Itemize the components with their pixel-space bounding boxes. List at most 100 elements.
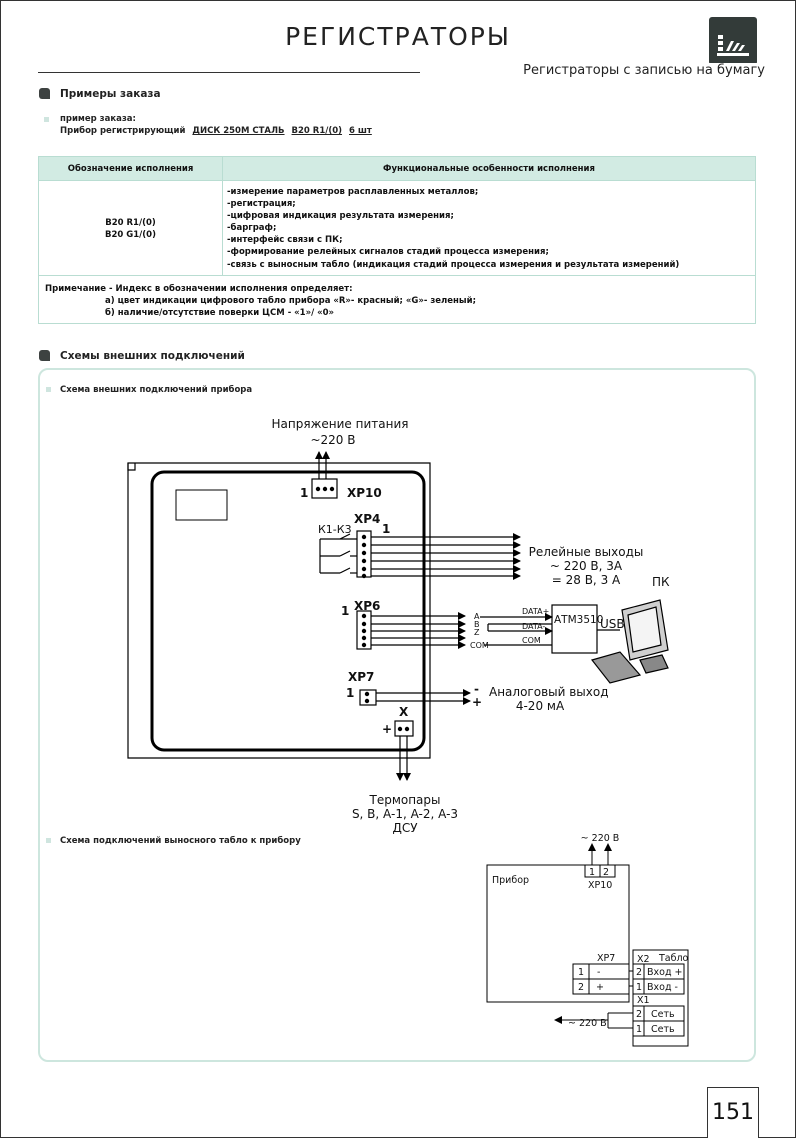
relay-label: Релейные выходы [529,545,644,559]
order-line-prefix: Прибор регистрирующий [60,126,186,136]
table-col1-header: Обозначение исполнения [67,164,194,174]
section-bullet-icon [39,88,50,99]
bullet-square-icon [44,117,49,122]
t-xp10-pin1: 1 [589,867,595,878]
xp6-label: XP6 [354,599,380,613]
t-xp7-minus: - [597,967,600,978]
sig-a: A [474,612,480,621]
table-note-divider [39,275,755,276]
power-value: ~220 В [310,433,355,447]
t-power-in: ~ 220 В [568,1018,607,1029]
t-xp7-pin1: 1 [578,967,584,978]
xp4-pin1: 1 [382,522,390,536]
page-number: 151 [707,1087,759,1138]
analog-plus: + [472,695,482,709]
bullet-square-icon [46,838,51,843]
x-label: X [399,705,409,719]
table-features: -измерение параметров расплавленных мета… [227,186,752,271]
xp4-label: XP4 [354,512,380,526]
section-title-schemes: Схемы внешних подключений [60,350,245,362]
pc-label: ПК [652,575,670,589]
t-power-value: ~ 220 В [581,833,620,844]
xp10-connector [311,478,338,499]
t-x2-label: X2 [637,954,650,965]
table-codes: В20 R1/(0) В20 G1/(0) [39,217,222,241]
feature-item: -цифровая индикация результата измерения… [227,211,454,222]
t-device-label: Прибор [492,875,529,886]
analog-label: Аналоговый выход [489,685,609,699]
analog-range: 4-20 мА [516,699,565,713]
table-header [39,157,755,181]
order-code: В20 R1/(0) [291,126,343,136]
header-rule [38,72,758,73]
page-title: РЕГИСТРАТОРЫ [285,22,511,51]
device-inner-panel [150,470,426,752]
xp7-pin1: 1 [346,686,354,700]
atm3510-box [551,604,598,654]
t-xp7-pin2: 2 [578,982,584,993]
t-in-minus: Вход - [647,982,678,993]
device-outer-frame [127,462,431,759]
note-b: б) наличие/отсутствие поверки ЦСМ - «1»/… [105,308,335,319]
data-plus-label: DATA+ [522,607,549,616]
page-subtitle: Регистраторы с записью на бумагу [420,63,765,78]
xp7-connector [359,689,377,706]
pc-icon [590,599,669,684]
com-label: COM [522,636,541,645]
t-xp10-pin2: 2 [603,867,609,878]
xp10-pin1: 1 [300,486,308,500]
diagram-tablo-connections [486,843,689,1047]
sig-z: Z [474,628,480,637]
schemes-frame [38,368,756,1062]
t-x1-label: X1 [637,995,650,1006]
t-x1-pin1: 1 [636,1024,642,1035]
section-title-order: Примеры заказа [60,88,161,100]
note-a: а) цвет индикации цифрового табло прибор… [105,296,476,307]
t-net-1: Сеть [651,1009,675,1020]
logo [709,17,757,65]
k-label: К1-К3 [318,523,352,536]
logo-mark-icon [717,35,749,56]
relay-voltage-dc: = 28 В, 3 А [552,573,621,587]
table-note: Примечание - Индекс в обозначении исполн… [45,283,745,319]
data-minus-label: DATA- [522,622,545,631]
order-product: ДИСК 250М СТАЛЬ [192,126,285,136]
table-col2-header: Функциональные особенности исполнения [383,164,595,174]
device-display [175,489,228,521]
sig-com: COM [470,641,489,650]
bullet-square-icon [46,387,51,392]
table-header-divider [39,180,755,181]
t-xp10-label: XP10 [588,880,612,891]
usb-label: USB [600,617,625,631]
xp10-label: XP10 [347,486,382,500]
t-xp7-label: XP7 [597,953,615,964]
t-xp7-plus: + [596,982,604,993]
feature-item: -интерфейс связи с ПК; [227,235,343,246]
scheme2-title: Схема подключений выносного табло к приб… [60,836,301,846]
scheme1-title: Схема внешних подключений прибора [60,385,253,395]
xp6-pin1: 1 [341,604,349,618]
xp6-connector [356,610,372,650]
feature-item: -регистрация; [227,199,296,210]
device-box [486,864,630,1003]
t-x2-pin1: 1 [636,982,642,993]
table-code: В20 G1/(0) [105,230,156,241]
sig-b: B [474,620,480,629]
order-example-label: пример заказа: [60,114,136,124]
t-net-2: Сеть [651,1024,675,1035]
feature-item: -барграф; [227,223,277,234]
t-x2-pin2: 2 [636,967,642,978]
atm-label: АТМ3510 [554,614,603,626]
x-plus: + [382,722,392,736]
thermo-label: Термопары [368,793,440,807]
order-qty: 6 шт [349,126,372,136]
feature-item: -измерение параметров расплавленных мета… [227,187,479,197]
thermo-types: S, B, A-1, A-2, A-3 [352,807,458,821]
analog-minus: - [474,682,479,696]
order-example-line: Прибор регистрирующий ДИСК 250М СТАЛЬ В2… [60,126,372,136]
relay-voltage-ac: ~ 220 В, 3А [550,559,623,573]
t-in-plus: Вход + [647,967,683,978]
table-code: В20 R1/(0) [105,218,156,228]
x-connector [394,720,414,737]
